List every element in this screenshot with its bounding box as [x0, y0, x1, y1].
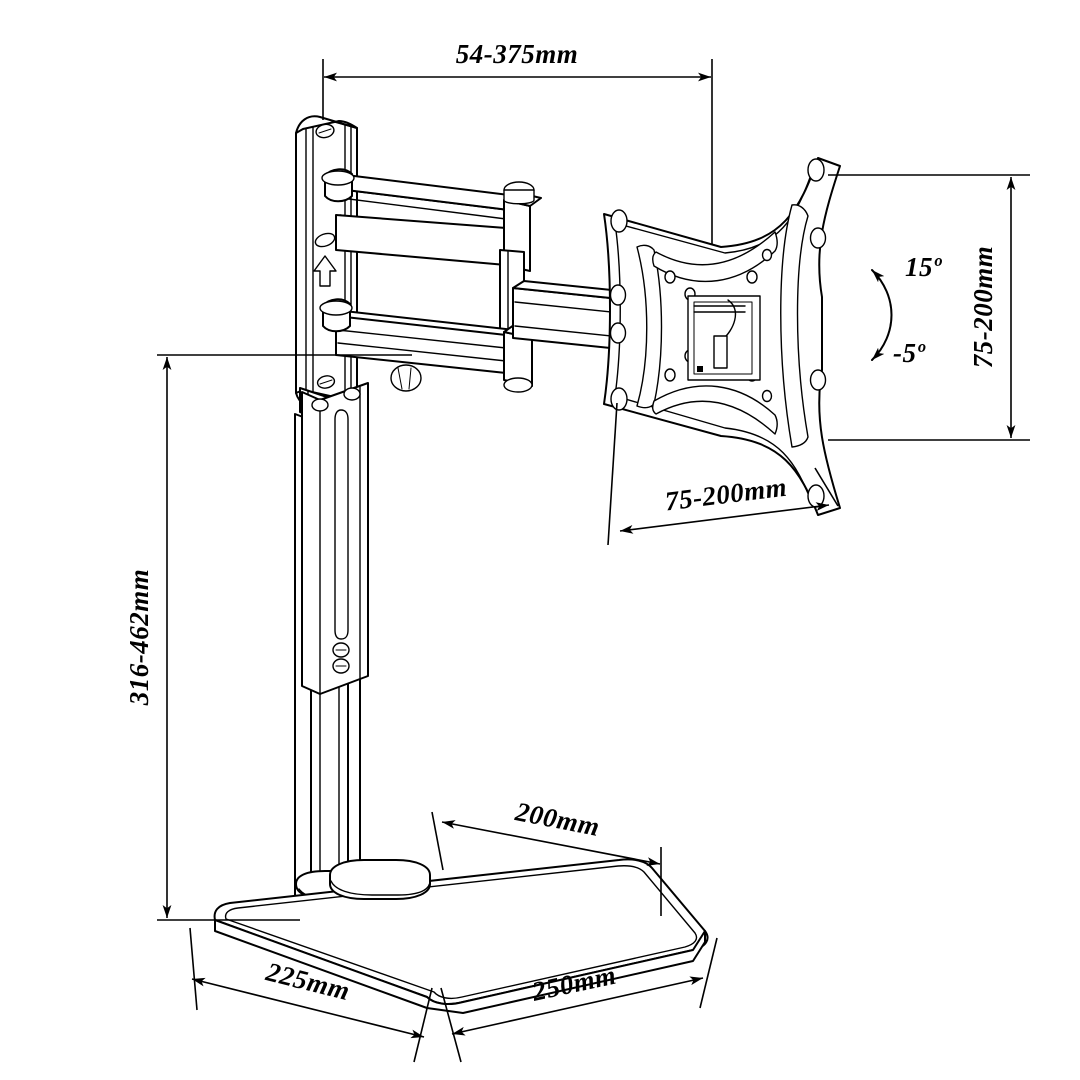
base-left-dim-line	[191, 977, 425, 1039]
vesa-vertical-label: 75-200mm	[968, 246, 998, 369]
lower-arm-crease-1	[337, 329, 507, 349]
column-top-screw-left	[311, 398, 329, 412]
base-right-ext-inner	[440, 987, 462, 1063]
vesa-horizontal-label: 75-200mm	[663, 472, 788, 517]
lower-arm-roller	[390, 364, 422, 392]
vesa-screw-hole-4	[761, 248, 773, 262]
vesa-slot-bottom	[651, 385, 778, 435]
vesa-plate-inner-contour	[614, 171, 813, 504]
base-right-dim-line	[451, 976, 704, 1036]
bracket-screw-slot-bottom	[319, 379, 333, 385]
vesa-hole-bottom-left	[610, 387, 628, 411]
base-left-ext-outer	[189, 927, 198, 1011]
orientation-up-arrow-icon	[313, 255, 337, 287]
lower-arm-crease-2	[337, 342, 507, 362]
lower-arm-roller-detail-1	[397, 367, 403, 390]
vesa-horizontal-ext-left	[607, 402, 618, 546]
vesa-hole-lower-right	[809, 369, 827, 391]
lower-arm-left-pivot-cap	[319, 300, 353, 316]
vesa-hole-mid-left-upper	[609, 284, 627, 306]
vesa-center-detail-1	[693, 301, 753, 375]
upper-arm-lower-plate	[335, 214, 507, 266]
bracket-top-cap	[295, 115, 358, 134]
vesa-screw-hole-3	[746, 270, 758, 284]
upper-bracket-assembly	[295, 115, 358, 408]
bracket-oval-slot	[314, 232, 336, 248]
vesa-center-dot	[697, 366, 703, 372]
lower-arm-roller-detail-2	[408, 367, 412, 390]
vesa-screw-hole-8	[761, 389, 773, 403]
upper-arm-right-bolt-body	[503, 189, 535, 205]
tilt-down-label: -5º	[893, 338, 925, 368]
vesa-screw-hole-5	[664, 368, 676, 382]
dimension-tilt-angles: 15º -5º	[871, 252, 942, 368]
height-range-label: 316-462mm	[124, 569, 154, 707]
vesa-slot-right	[780, 204, 809, 448]
dimension-height-range: 316-462mm	[124, 354, 412, 921]
column-top-screw-right	[343, 387, 361, 401]
base-plate	[213, 858, 709, 1014]
vesa-hole-mid-left-lower	[609, 322, 627, 344]
vesa-slot-top	[651, 231, 778, 283]
lower-arm-right-foot	[503, 377, 533, 393]
vesa-hole-bottom-right	[807, 484, 825, 508]
base-plate-inner-outline	[224, 865, 698, 1000]
base-depth-ext-left	[431, 811, 444, 871]
base-depth-label: 200mm	[512, 796, 602, 842]
upper-arm-crease-1	[345, 189, 518, 212]
vesa-plate	[603, 157, 841, 516]
vesa-screw-hole-1	[664, 270, 676, 284]
dimension-vesa-vertical: 75-200mm	[828, 174, 1030, 441]
bracket-screw-slot-top	[318, 128, 332, 134]
tilt-up-label: 15º	[905, 252, 942, 282]
upper-arm-crease-2	[340, 197, 507, 220]
vesa-center-tilt-block	[713, 335, 728, 369]
vesa-hole-top-right	[807, 158, 825, 182]
column-adjust-slot	[334, 409, 349, 640]
dimension-arm-extension: 54-375mm	[322, 39, 713, 245]
lower-arm	[319, 298, 543, 393]
tilt-arc	[871, 269, 893, 361]
vesa-hole-top-left	[610, 209, 628, 233]
base-right-ext-outer	[699, 937, 718, 1009]
base-pole-mount-pad-rim	[330, 880, 431, 896]
vertical-column-assembly	[294, 382, 380, 909]
vesa-hole-upper-right	[809, 227, 827, 249]
vesa-horizontal-ext-right	[814, 467, 839, 507]
arm-extension-label: 54-375mm	[456, 39, 579, 69]
vesa-horizontal-dim-line	[619, 502, 830, 534]
upper-arm-left-pivot-cap	[321, 170, 355, 186]
base-depth-dim-line	[441, 820, 661, 866]
